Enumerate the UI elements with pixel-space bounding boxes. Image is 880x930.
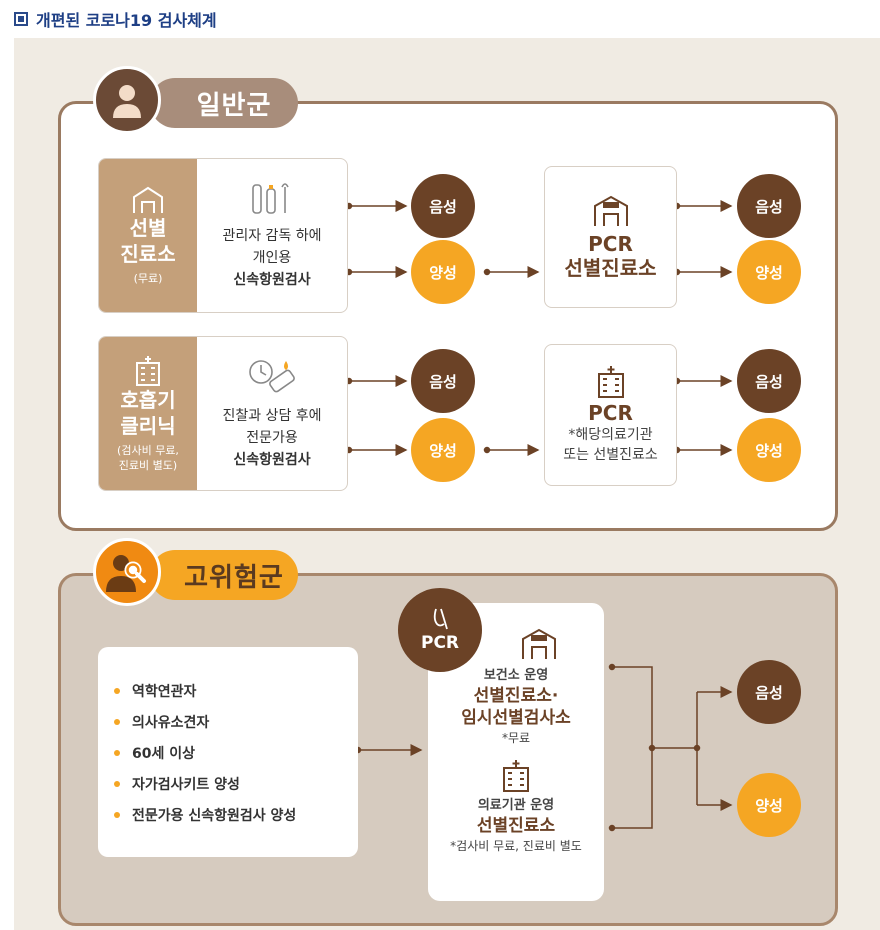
respiratory-clinic-name-1: 호흡기 <box>120 387 176 412</box>
nose-swab-icon <box>433 608 448 630</box>
bullet-dot-icon <box>114 811 120 818</box>
pcr-badge: PCR <box>398 588 482 672</box>
screening-clinic-name-2: 진료소 <box>120 242 176 266</box>
row1-result-positive-circle: 양성 <box>737 240 801 304</box>
desc-line-1: 진찰과 상담 후에 <box>222 407 322 424</box>
respiratory-clinic-note-1: (검사비 무료, <box>117 443 179 457</box>
center-b-sub: 의료기관 운영 <box>477 798 555 813</box>
row2-positive-circle: 양성 <box>411 418 475 482</box>
row1-negative-circle: 음성 <box>411 174 475 238</box>
bullet-dot-icon <box>114 749 120 756</box>
bullet-dot-icon <box>114 687 120 694</box>
list-item: 역학연관자 <box>114 675 358 706</box>
hospital-icon <box>136 355 160 386</box>
center-b-note: *검사비 무료, 진료비 별도 <box>450 839 582 853</box>
row2-pcr-note-1: *해당의료기관 <box>568 427 653 443</box>
respiratory-clinic-box: 호흡기 클리닉 (검사비 무료, 진료비 별도) 진찰과 상담 후에 전문가용 … <box>98 336 348 491</box>
center-a-main-1: 선별진료소· <box>473 686 559 706</box>
title-text: 개편된 코로나19 검사체계 <box>36 11 217 30</box>
row2-result-positive-circle: 양성 <box>737 418 801 482</box>
center-a-note: *무료 <box>501 731 531 745</box>
clock-test-icon <box>249 359 295 392</box>
list-item: 의사유소견자 <box>114 706 358 737</box>
screening-clinic-tag: 선별 진료소 (무료) <box>99 159 197 312</box>
row2-pcr-box: PCR *해당의료기관 또는 선별진료소 <box>544 344 677 486</box>
respiratory-clinic-note-2: 진료비 별도) <box>118 458 178 472</box>
title-square-icon <box>14 12 28 26</box>
pcr-hospital-icon <box>597 366 624 398</box>
bullet-dot-icon <box>114 718 120 725</box>
row2-pcr-note-2: 또는 선별진료소 <box>563 447 658 463</box>
high-risk-positive-circle: 양성 <box>737 773 801 837</box>
row2-pcr-title: PCR <box>588 401 633 425</box>
high-risk-negative-circle: 음성 <box>737 660 801 724</box>
screening-clinic-note: (무료) <box>133 272 163 285</box>
high-risk-criteria-list: 역학연관자 의사유소견자 60세 이상 자가검사키트 양성 전문가용 신속항원검… <box>98 647 358 857</box>
pcr-tent-icon <box>522 628 556 659</box>
person-icon <box>93 66 161 134</box>
list-item: 60세 이상 <box>114 737 358 768</box>
person-search-icon <box>93 538 161 606</box>
row1-pcr-title: PCR <box>588 232 633 256</box>
row1-result-negative-circle: 음성 <box>737 174 801 238</box>
center-a-main-2: 임시선별검사소 <box>461 708 571 728</box>
general-group-label: 일반군 <box>150 78 298 128</box>
desc-line-3: 신속항원검사 <box>233 451 311 468</box>
bullet-dot-icon <box>114 780 120 787</box>
test-kit-icon <box>252 182 289 214</box>
pcr-badge-label: PCR <box>420 633 460 653</box>
center-a-sub: 보건소 운영 <box>483 668 549 683</box>
desc-line-3: 신속항원검사 <box>233 271 311 288</box>
list-item: 전문가용 신속항원검사 양성 <box>114 799 358 830</box>
desc-line-2: 개인용 <box>252 249 292 266</box>
row2-result-negative-circle: 음성 <box>737 349 801 413</box>
row2-negative-circle: 음성 <box>411 349 475 413</box>
desc-line-1: 관리자 감독 하에 <box>222 227 322 244</box>
respiratory-clinic-name-2: 클리닉 <box>120 413 176 438</box>
center-b-main: 선별진료소 <box>476 816 556 836</box>
row1-positive-circle: 양성 <box>411 240 475 304</box>
screening-clinic-name-1: 선별 <box>129 216 167 240</box>
tent-icon <box>133 186 163 213</box>
row1-pcr-subtitle: 선별진료소 <box>564 256 657 280</box>
page-title: 개편된 코로나19 검사체계 <box>14 8 217 30</box>
row1-pcr-box: PCR 선별진료소 <box>544 166 677 308</box>
high-risk-group-label: 고위험군 <box>150 550 298 600</box>
desc-line-2: 전문가용 <box>246 429 298 446</box>
respiratory-clinic-desc: 진찰과 상담 후에 전문가용 신속항원검사 <box>197 337 347 490</box>
hospital-icon <box>503 760 529 792</box>
pcr-tent-icon <box>593 195 628 226</box>
list-item: 자가검사키트 양성 <box>114 768 358 799</box>
respiratory-clinic-tag: 호흡기 클리닉 (검사비 무료, 진료비 별도) <box>99 337 197 490</box>
screening-clinic-desc: 관리자 감독 하에 개인용 신속항원검사 <box>197 159 347 312</box>
screening-clinic-box: 선별 진료소 (무료) 관리자 감독 하에 개인용 신속항원검사 <box>98 158 348 313</box>
